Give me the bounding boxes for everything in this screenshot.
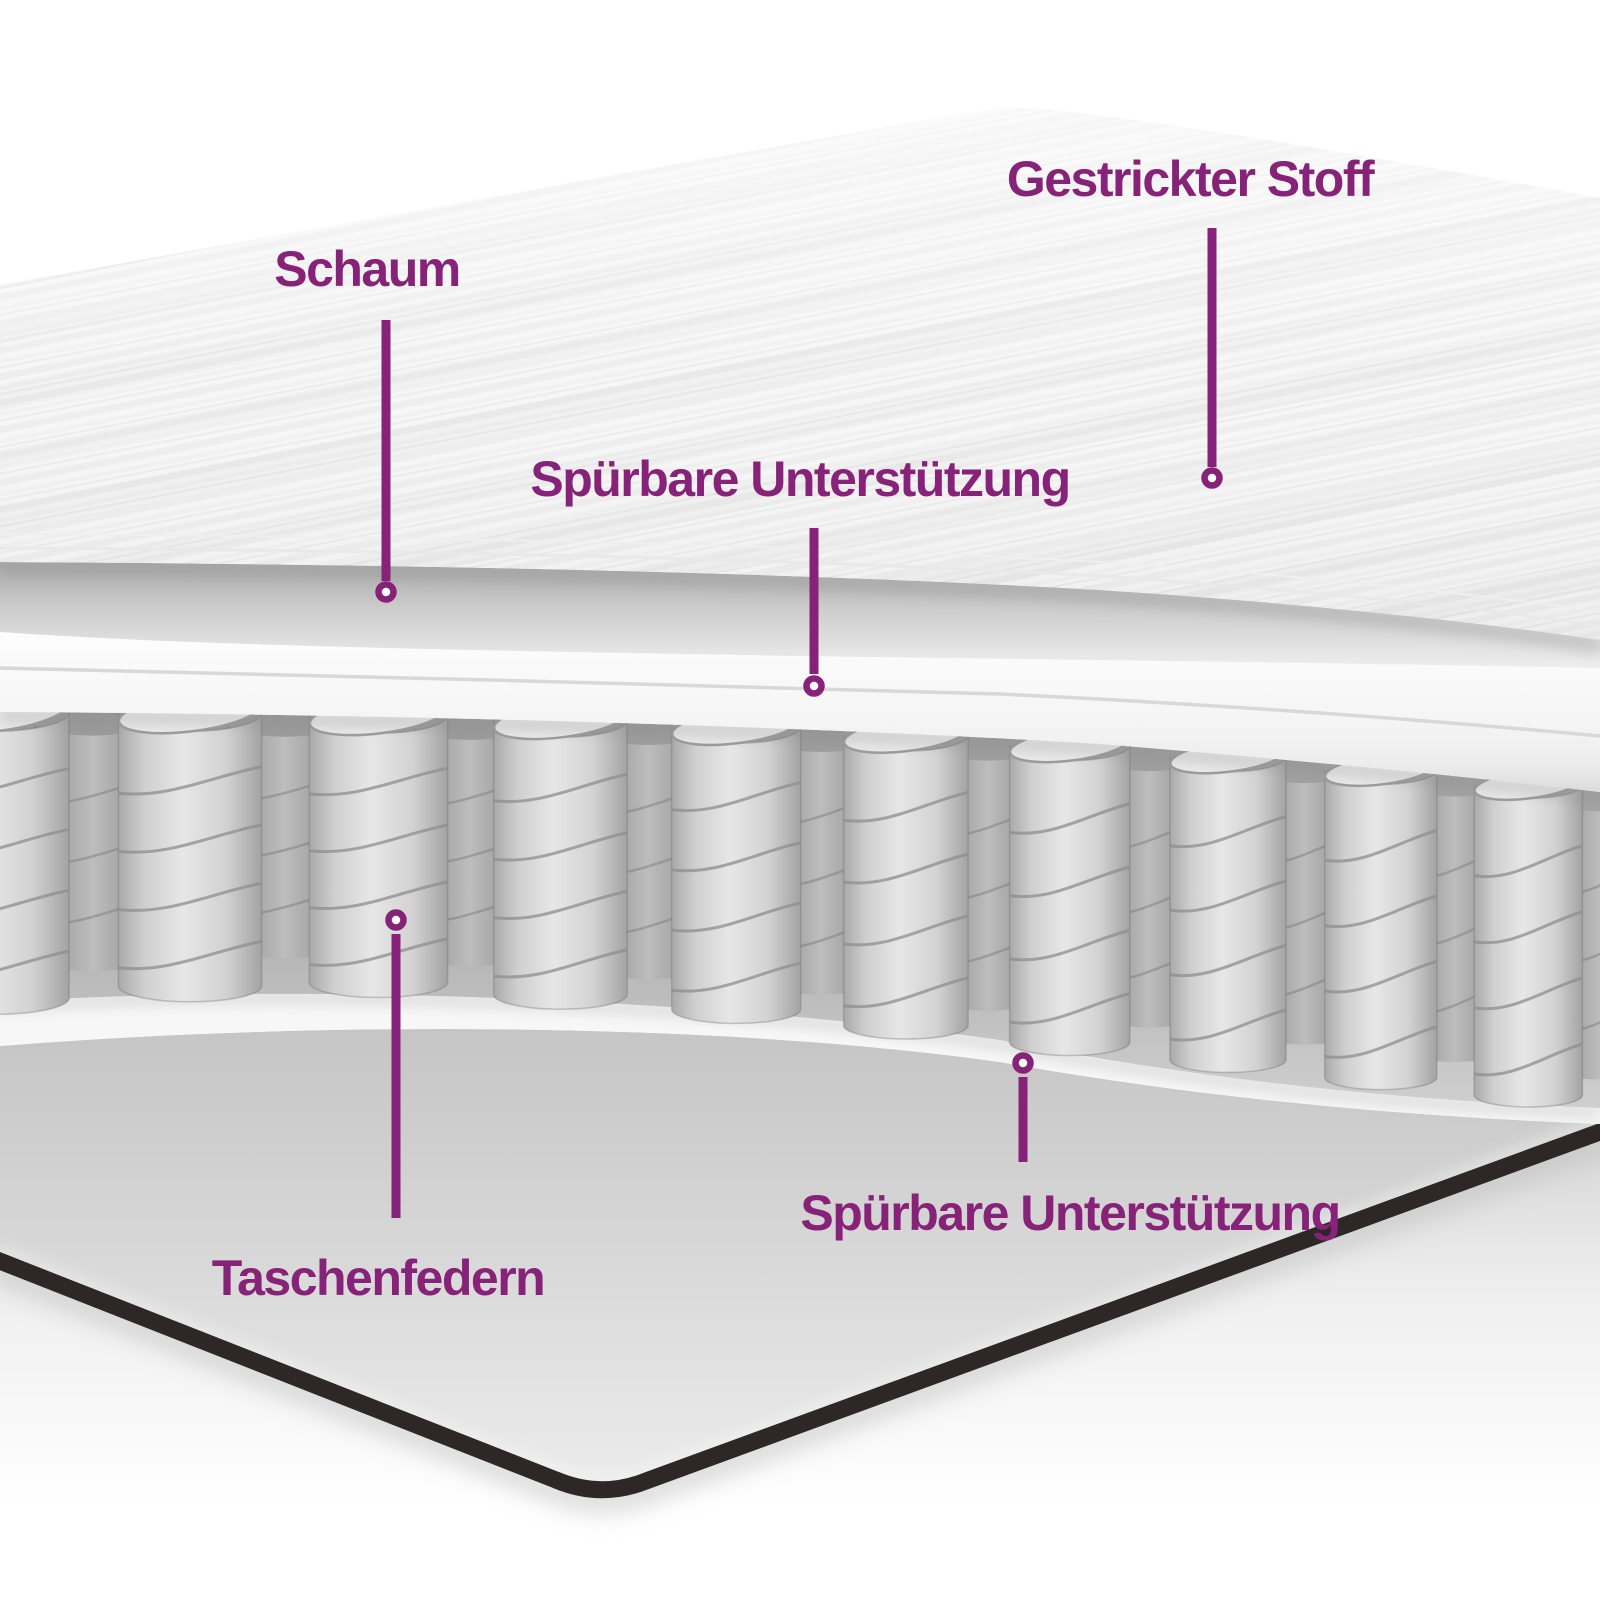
callout-marker-icon	[1012, 1052, 1034, 1074]
fabric-piping-line-2	[0, 533, 1600, 613]
label-gestrickter-stoff: Gestrickter Stoff	[1007, 151, 1375, 207]
foam-crease-line	[0, 666, 1600, 738]
pocket-spring	[492, 699, 629, 1010]
floor-contact-shadow	[0, 1128, 1600, 1513]
label-spuerbare-unterstuetzung-mitte: Spürbare Unterstützung	[530, 451, 1069, 507]
pocket-spring	[308, 694, 449, 999]
pocket-spring	[0, 689, 70, 1016]
fabric-edge-soft-shadow	[0, 563, 1600, 651]
callout-marker-icon	[803, 675, 825, 697]
pocket-spring	[117, 691, 263, 1003]
pocket-spring	[670, 706, 802, 1025]
callout-spuerbare-unterstuetzung-unten: Spürbare Unterstützung	[800, 1052, 1341, 1241]
callout-schaum: Schaum	[274, 241, 461, 603]
callout-marker-icon	[1201, 467, 1223, 489]
label-taschenfedern: Taschenfedern	[212, 1250, 544, 1306]
fabric-piping-line	[0, 546, 1600, 628]
callout-marker-icon	[385, 909, 407, 931]
label-spuerbare-unterstuetzung-unten: Spürbare Unterstützung	[800, 1185, 1339, 1241]
pocket-spring	[1169, 738, 1287, 1074]
foam-layer	[0, 632, 1600, 792]
springs-top-shadow	[0, 711, 1600, 801]
callout-taschenfedern: Taschenfedern	[212, 909, 546, 1306]
knitted-fabric-panel	[0, 108, 1600, 640]
callout-marker-icon	[375, 581, 397, 603]
label-schaum: Schaum	[274, 241, 460, 297]
callout-spuerbare-unterstuetzung-mitte: Spürbare Unterstützung	[530, 451, 1071, 697]
pocket-spring	[1323, 752, 1438, 1091]
fabric-underside-shadow	[0, 562, 1600, 668]
pocket-spring	[842, 715, 969, 1040]
base-edge-band	[0, 1122, 1600, 1499]
pocket-spring	[1008, 726, 1131, 1057]
callout-gestrickter-stoff: Gestrickter Stoff	[1007, 151, 1376, 489]
pocket-spring	[1473, 767, 1584, 1108]
floor-shadow	[0, 1135, 1600, 1600]
